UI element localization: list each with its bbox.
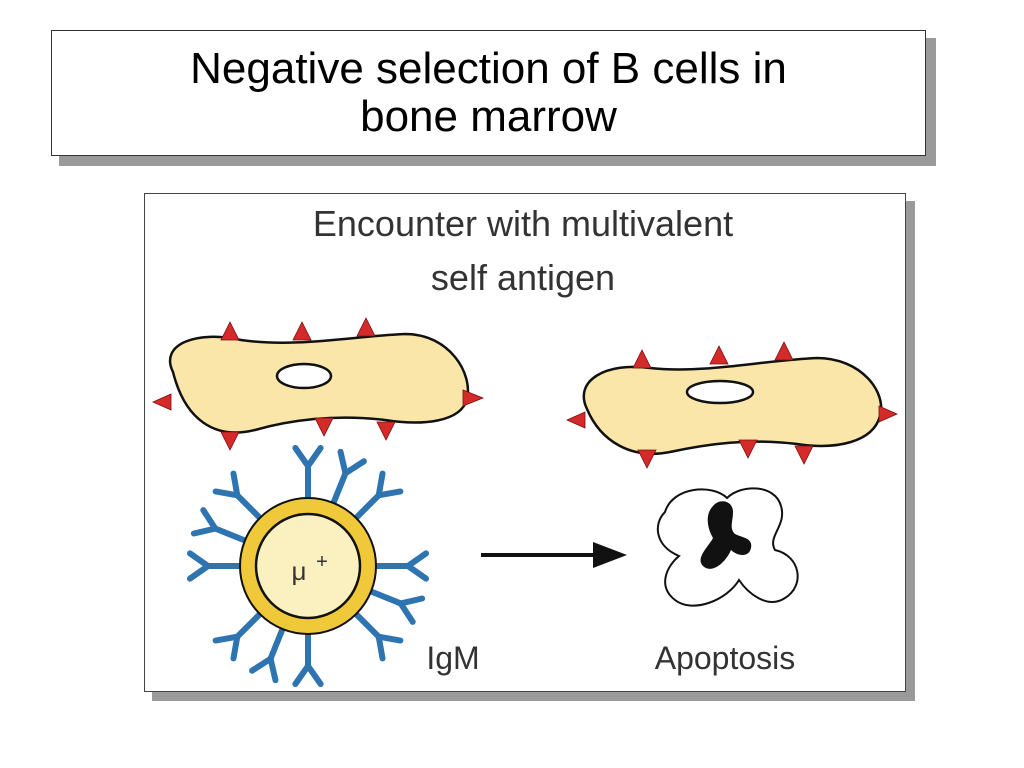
outcome-arrow [481, 542, 627, 568]
igm-receptors [186, 444, 430, 688]
self-antigen [878, 405, 898, 423]
figure-heading-line-1: Encounter with multivalent [313, 203, 733, 244]
self-antigen [314, 417, 334, 437]
b-cell: μ + [186, 444, 430, 688]
self-antigen [356, 317, 376, 337]
self-cell-left [152, 317, 485, 451]
negative-selection-diagram: Encounter with multivalent self antigen [152, 203, 898, 688]
igm-receptor [329, 448, 367, 508]
igm-receptor [212, 470, 265, 523]
self-antigen [292, 321, 312, 341]
self-antigen [709, 345, 729, 365]
apoptosis-label: Apoptosis [655, 640, 796, 676]
self-antigen [794, 445, 814, 465]
title-line-2: bone marrow [360, 92, 617, 141]
self-antigen [632, 349, 652, 369]
b-cell-mu-superscript: + [316, 551, 328, 573]
self-cell-right-body [582, 356, 883, 455]
self-antigen [220, 321, 240, 341]
apoptotic-cell [656, 487, 799, 607]
self-antigens-left [152, 317, 485, 451]
igm-receptor [249, 624, 287, 684]
self-antigen [637, 449, 657, 469]
self-antigen [376, 421, 396, 441]
b-cell-core [254, 512, 362, 620]
igm-receptor [366, 587, 426, 625]
igm-receptor [212, 609, 265, 662]
igm-receptor [351, 470, 404, 523]
b-cell-mu-label: μ [292, 556, 307, 586]
igm-receptor [186, 550, 245, 582]
slide-title: Negative selection of B cells in bone ma… [51, 30, 926, 156]
igm-receptor [292, 444, 324, 503]
fragmented-nucleus [700, 501, 752, 569]
self-antigens-right [566, 341, 898, 469]
self-cell-left-nucleus [275, 362, 333, 390]
figure-heading-line-2: self antigen [431, 257, 615, 298]
igm-receptor [371, 550, 430, 582]
negative-selection-figure: Encounter with multivalent self antigen [144, 193, 906, 692]
self-antigen [462, 389, 485, 407]
igm-receptor [292, 629, 324, 688]
self-cell-right-nucleus [685, 379, 755, 405]
title-line-1: Negative selection of B cells in [190, 44, 787, 93]
igm-label: IgM [426, 640, 479, 676]
self-antigen [774, 341, 794, 361]
igm-receptor [190, 507, 250, 545]
self-antigen [220, 431, 240, 451]
self-antigen [566, 411, 586, 429]
self-cell-right [566, 341, 898, 469]
igm-receptor [351, 609, 404, 662]
self-antigen [152, 393, 172, 411]
self-antigen [738, 439, 758, 459]
